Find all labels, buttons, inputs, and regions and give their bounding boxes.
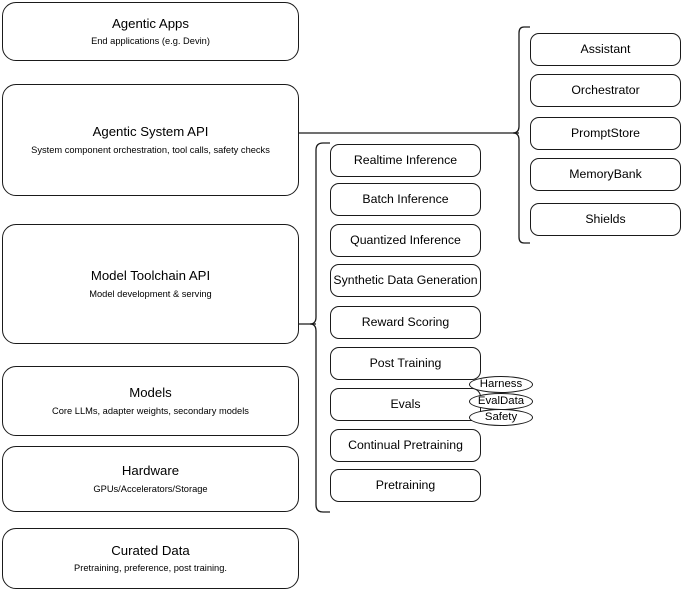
component-box-memorybank[interactable]: MemoryBank bbox=[530, 158, 681, 191]
layer-title: Models bbox=[129, 385, 172, 401]
capability-label: Reward Scoring bbox=[361, 315, 450, 330]
layer-subtitle: Pretraining, preference, post training. bbox=[74, 563, 227, 574]
component-label: Shields bbox=[585, 212, 626, 227]
layer-box-agentic-apps[interactable]: Agentic Apps End applications (e.g. Devi… bbox=[2, 2, 299, 61]
layer-title: Model Toolchain API bbox=[90, 268, 211, 284]
brace-toolchain-group bbox=[309, 142, 330, 513]
layer-title: Agentic System API bbox=[92, 124, 209, 140]
capability-label: Synthetic Data Generation bbox=[333, 273, 478, 288]
capability-label: Post Training bbox=[369, 356, 442, 371]
component-label: PromptStore bbox=[570, 126, 641, 141]
layer-title: Curated Data bbox=[111, 542, 190, 558]
capability-box-pretraining[interactable]: Pretraining bbox=[330, 469, 481, 502]
brace-system-group bbox=[512, 26, 530, 244]
component-label: MemoryBank bbox=[569, 167, 642, 182]
layer-subtitle: Model development & serving bbox=[89, 288, 212, 299]
capability-box-continual-pretraining[interactable]: Continual Pretraining bbox=[330, 429, 481, 462]
layer-box-curated-data[interactable]: Curated Data Pretraining, preference, po… bbox=[2, 528, 299, 589]
capability-box-synthetic-data-generation[interactable]: Synthetic Data Generation bbox=[330, 264, 481, 297]
component-box-promptstore[interactable]: PromptStore bbox=[530, 117, 681, 150]
capability-label: Quantized Inference bbox=[350, 233, 461, 248]
layer-subtitle: End applications (e.g. Devin) bbox=[91, 36, 210, 47]
layer-subtitle: Core LLMs, adapter weights, secondary mo… bbox=[52, 405, 249, 416]
capability-label: Realtime Inference bbox=[353, 153, 458, 168]
layer-box-models[interactable]: Models Core LLMs, adapter weights, secon… bbox=[2, 366, 299, 436]
eval-tag-label: EvalData bbox=[477, 394, 525, 407]
capability-box-quantized-inference[interactable]: Quantized Inference bbox=[330, 224, 481, 257]
capability-label: Pretraining bbox=[375, 478, 436, 493]
capability-box-reward-scoring[interactable]: Reward Scoring bbox=[330, 306, 481, 339]
layer-subtitle: System component orchestration, tool cal… bbox=[31, 144, 270, 155]
capability-box-batch-inference[interactable]: Batch Inference bbox=[330, 183, 481, 216]
eval-tag-evaldata[interactable]: EvalData bbox=[469, 393, 533, 410]
capability-box-evals[interactable]: Evals bbox=[330, 388, 481, 421]
layer-title: Agentic Apps bbox=[112, 15, 189, 31]
component-box-orchestrator[interactable]: Orchestrator bbox=[530, 74, 681, 107]
capability-label: Evals bbox=[390, 397, 421, 412]
eval-tag-harness[interactable]: Harness bbox=[469, 376, 533, 393]
capability-label: Batch Inference bbox=[362, 192, 449, 207]
eval-tag-label: Harness bbox=[479, 377, 523, 390]
eval-tag-label: Safety bbox=[484, 410, 518, 423]
capability-label: Continual Pretraining bbox=[348, 438, 463, 453]
layer-box-model-toolchain-api[interactable]: Model Toolchain API Model development & … bbox=[2, 224, 299, 344]
layer-subtitle: GPUs/Accelerators/Storage bbox=[93, 483, 208, 494]
component-label: Assistant bbox=[580, 42, 631, 57]
layer-title: Hardware bbox=[121, 463, 180, 479]
component-box-assistant[interactable]: Assistant bbox=[530, 33, 681, 66]
component-box-shields[interactable]: Shields bbox=[530, 203, 681, 236]
layer-box-hardware[interactable]: Hardware GPUs/Accelerators/Storage bbox=[2, 446, 299, 512]
layer-box-agentic-system-api[interactable]: Agentic System API System component orch… bbox=[2, 84, 299, 196]
capability-box-post-training[interactable]: Post Training bbox=[330, 347, 481, 380]
eval-tag-safety[interactable]: Safety bbox=[469, 409, 533, 426]
component-label: Orchestrator bbox=[571, 83, 640, 98]
capability-box-realtime-inference[interactable]: Realtime Inference bbox=[330, 144, 481, 177]
